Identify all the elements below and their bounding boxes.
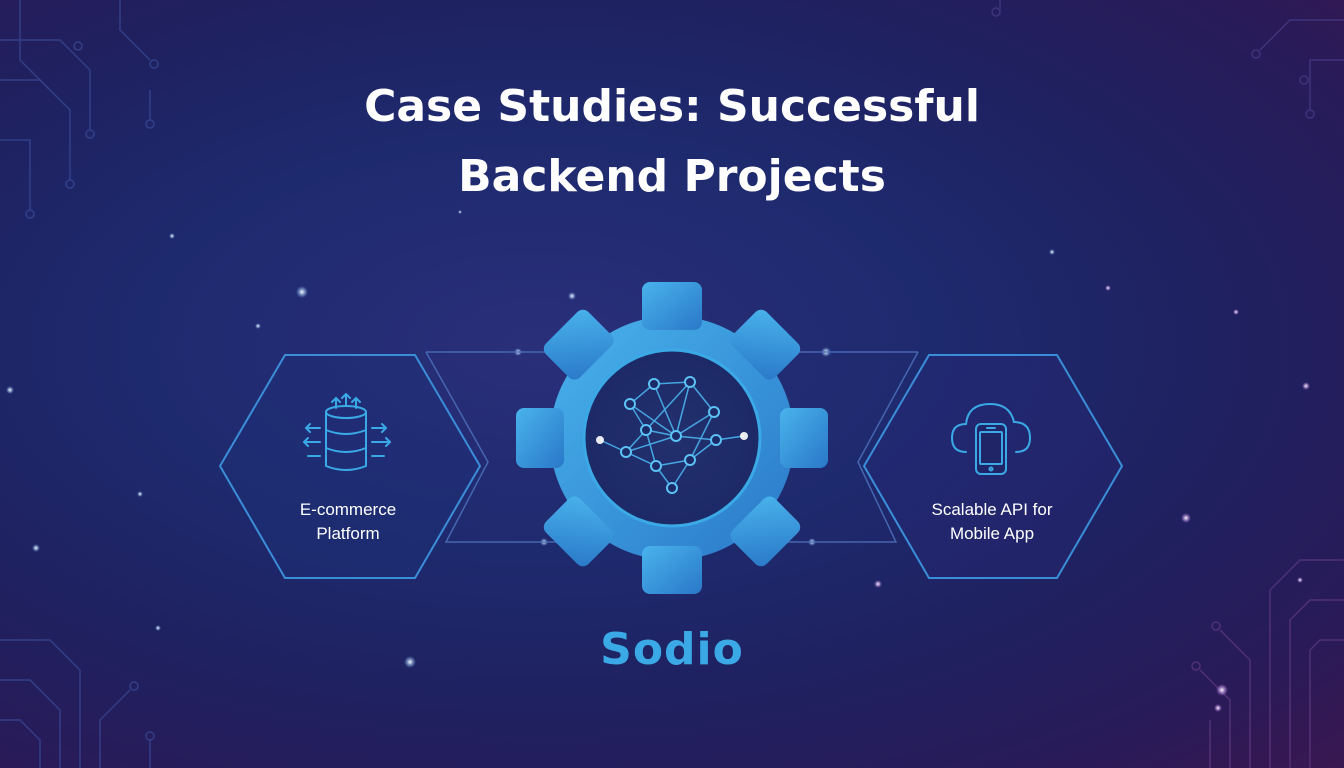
connector-lines [425, 351, 919, 543]
card-left-line-2: Platform [316, 524, 380, 543]
page-title: Case Studies: Successful Backend Project… [0, 72, 1344, 212]
brand-name: Sodio [600, 624, 744, 675]
database-icon [302, 392, 392, 471]
sparkles [6, 210, 1310, 712]
circuit-bottom-right [1191, 559, 1344, 768]
card-label-left: E-commerce Platform [248, 498, 448, 546]
hexagon-left [218, 354, 482, 579]
title-line-2: Backend Projects [458, 151, 886, 202]
card-right-line-1: Scalable API for [931, 500, 1053, 519]
circuit-bottom-left [0, 639, 155, 768]
circuit-top-left [0, 0, 159, 219]
circuit-top-right [991, 0, 1344, 119]
card-label-right: Scalable API for Mobile App [892, 498, 1092, 546]
title-line-1: Case Studies: Successful [364, 81, 980, 132]
cloud-mobile-icon [950, 402, 1032, 475]
gear-network-icon [516, 282, 828, 594]
card-right-line-2: Mobile App [949, 524, 1035, 543]
card-left-line-1: E-commerce [299, 500, 397, 519]
